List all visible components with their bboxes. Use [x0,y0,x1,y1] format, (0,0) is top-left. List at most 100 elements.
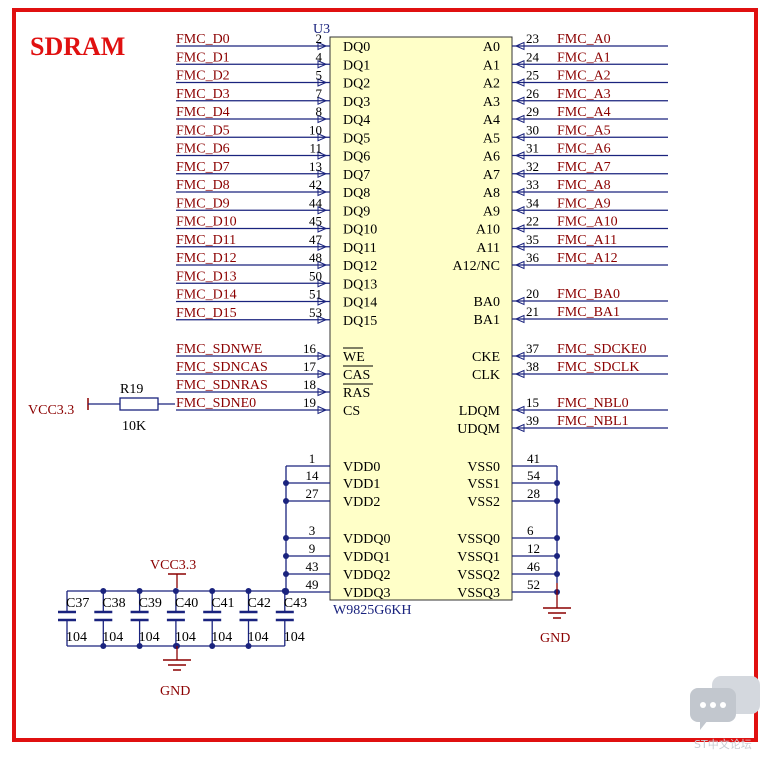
pin-name: DQ14 [343,296,377,311]
pin-name: VDDQ0 [343,532,390,547]
pin-name: LDQM [459,404,501,419]
pin-number: 13 [309,159,322,174]
pin-number: 51 [309,287,322,302]
pin-number: 35 [526,232,539,247]
pin-name: RAS [343,386,370,401]
cap-supply-label: VCC3.3 [150,558,196,573]
net-label: FMC_NBL1 [557,414,629,429]
resistor-supply-label: VCC3.3 [28,403,74,418]
pin-name: VSSQ0 [457,532,500,547]
pin-name: DQ6 [343,150,370,165]
pin-name: DQ13 [343,277,377,292]
cap-value: 104 [66,630,87,645]
ic-body[interactable] [329,36,513,601]
pin-name: VDDQ2 [343,568,390,583]
net-label: FMC_A0 [557,32,611,47]
net-label: FMC_A11 [557,233,617,248]
pin-number: 29 [526,104,539,119]
pin-name: A5 [483,131,500,146]
pin-number: 46 [527,559,541,574]
sheet-title: SDRAM [30,32,125,61]
net-label: FMC_A6 [557,142,611,157]
net-label: FMC_D6 [176,142,230,157]
pin-name: A1 [483,58,500,73]
net-label: FMC_D15 [176,306,237,321]
pin-number: 4 [316,49,323,64]
pin-number: 48 [309,250,322,265]
pin-name: A0 [483,40,500,55]
pin-number: 31 [526,141,539,156]
ic-ground: GND [540,583,571,646]
pullup-resistor[interactable]: VCC3.3 R19 10K [28,382,175,434]
resistor-value: 10K [122,419,146,434]
pin-name: A4 [483,113,500,128]
pin-name: BA0 [474,295,500,310]
pin-number: 17 [303,359,317,374]
pin-name: VSSQ2 [457,568,500,583]
pin-number: 28 [527,486,540,501]
pin-number: 20 [526,286,539,301]
pin-number: 54 [527,468,541,483]
